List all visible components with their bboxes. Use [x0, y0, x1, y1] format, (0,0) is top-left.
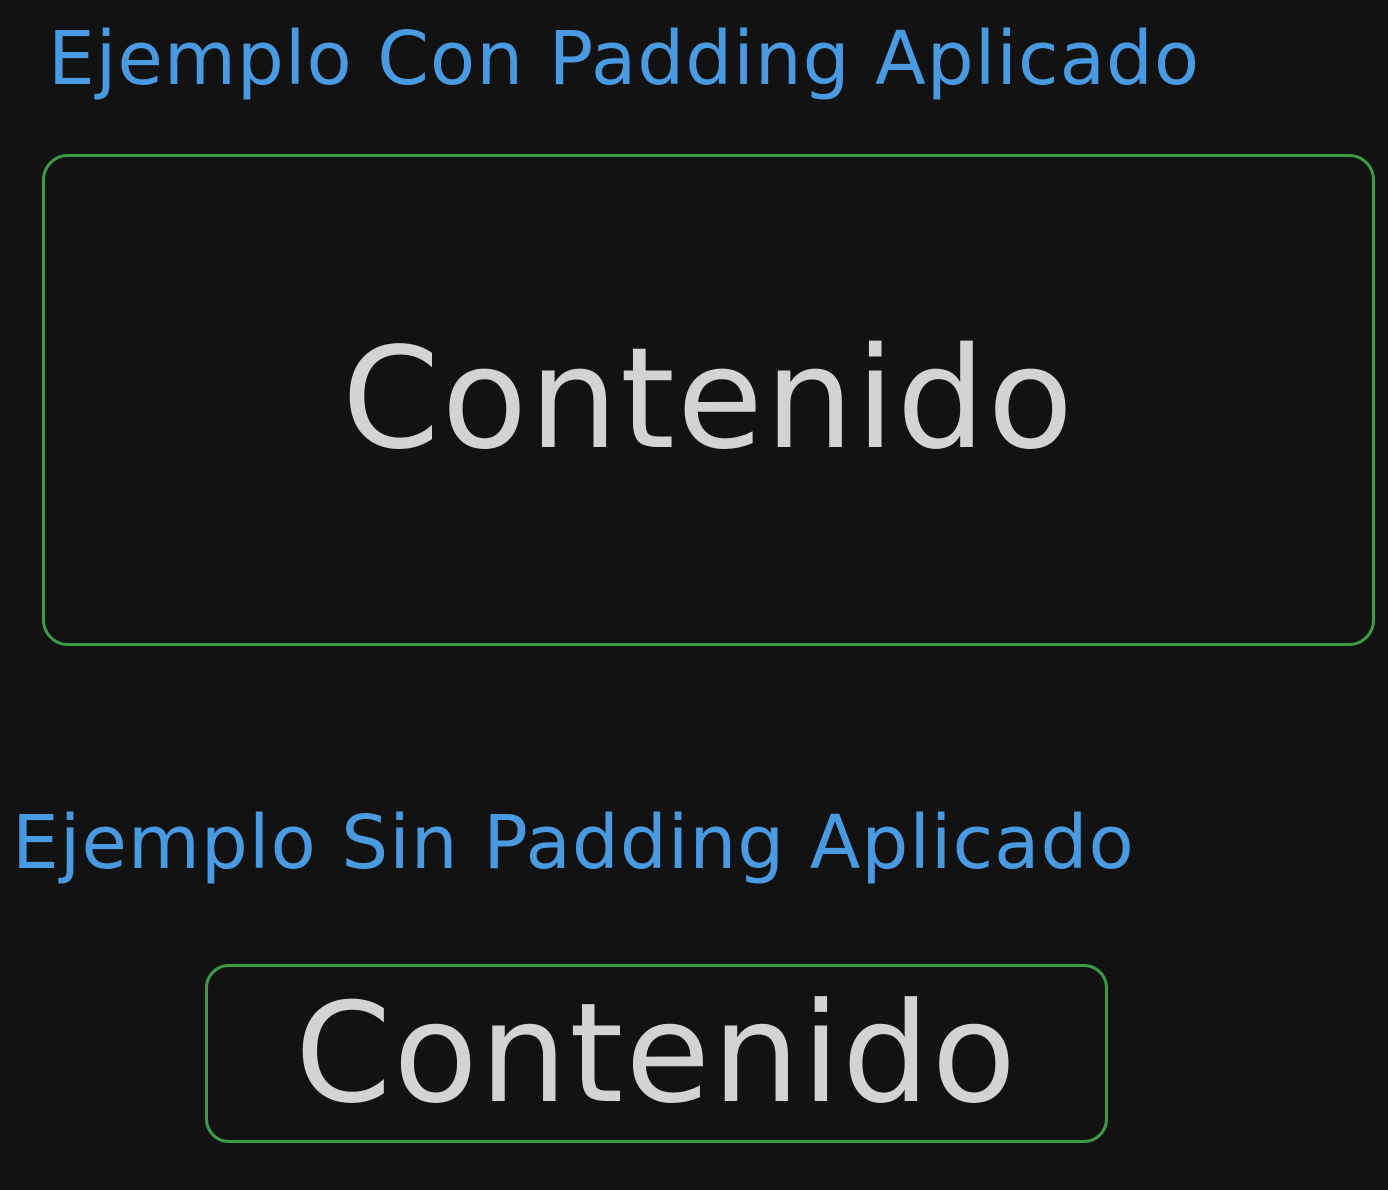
heading-without-padding: Ejemplo Sin Padding Aplicado — [12, 800, 1135, 886]
padded-content-box: Contenido — [42, 154, 1375, 646]
padded-box-content-label: Contenido — [341, 318, 1076, 481]
unpadded-box-content-label: Contenido — [294, 972, 1019, 1134]
unpadded-content-box: Contenido — [205, 964, 1108, 1143]
heading-with-padding: Ejemplo Con Padding Aplicado — [48, 16, 1201, 102]
